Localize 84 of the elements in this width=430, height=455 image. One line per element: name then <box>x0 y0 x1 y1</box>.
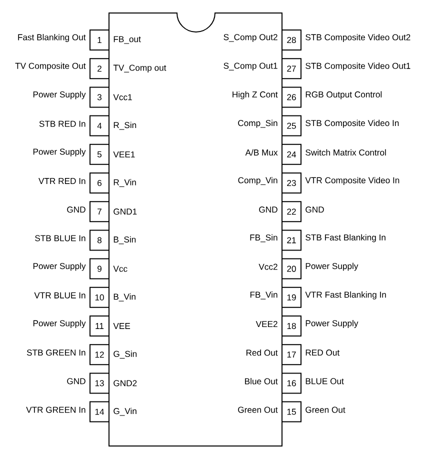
pin-function: BLUE Out <box>306 378 344 384</box>
pin-function: STB Composite Video Out1 <box>306 62 410 71</box>
pin-function: VTR BLUE In <box>34 292 86 298</box>
pin-function: STB Composite Video In <box>306 120 399 128</box>
pin-name: R_Sin <box>114 122 136 130</box>
pin-box: 12 <box>90 344 110 366</box>
pin-name: B_Vin <box>114 293 136 302</box>
pin-box: 25 <box>282 115 302 136</box>
pin-box: 23 <box>282 172 302 194</box>
pin-name: G_Vin <box>114 408 136 416</box>
pin-box: 8 <box>90 230 110 251</box>
pin-box: 6 <box>90 172 110 194</box>
pin-function: Power Supply <box>33 91 86 100</box>
pin-box: 10 <box>90 286 110 308</box>
pin-name: B_Sin <box>114 236 136 244</box>
pin-function: Power Supply <box>33 262 86 271</box>
pin-name: GND <box>259 206 278 213</box>
pin-box: 3 <box>90 86 110 108</box>
pin-box: 15 <box>282 401 302 422</box>
pin-name: Vcc1 <box>113 94 132 100</box>
pin-function: STB Composite Video Out2 <box>306 34 410 42</box>
pin-box: 1 <box>90 30 110 50</box>
pin-box: 14 <box>90 401 110 422</box>
pin-name: Comp_Vin <box>238 177 278 185</box>
pin-box: 2 <box>90 58 110 80</box>
pin-function: Green Out <box>306 406 346 413</box>
pin-function: Power Supply <box>306 262 358 271</box>
pin-function: Power Supply <box>33 148 86 156</box>
pin-function: Power Supply <box>33 320 86 328</box>
pin-box: 13 <box>90 372 110 394</box>
pin-box: 16 <box>282 372 302 394</box>
pin-name: S_Comp Out2 <box>224 34 278 42</box>
pin-name: R_Vin <box>114 179 136 187</box>
pin-box: 11 <box>90 316 110 336</box>
pin-function: RGB Output Control <box>306 91 382 100</box>
pin-function: Fast Blanking Out <box>18 34 86 42</box>
pin-function: RED Out <box>306 350 340 356</box>
pin-function: GND <box>67 378 86 384</box>
pin-name: Vcc2 <box>258 264 278 270</box>
pin-function: Switch Matrix Control <box>306 149 386 156</box>
pin-name: FB_out <box>114 36 141 44</box>
pin-function: STB GREEN In <box>26 350 86 356</box>
pin-name: Comp_Sin <box>238 120 278 128</box>
pin-function: GND <box>67 206 86 213</box>
pin-box: 27 <box>282 58 302 80</box>
pin-box: 17 <box>282 344 302 366</box>
pin-name: S_Comp Out1 <box>224 62 278 70</box>
pin-box: 21 <box>282 230 302 251</box>
pin-box: 7 <box>90 201 110 222</box>
pin-name: High Z Cont <box>232 91 278 100</box>
pin-name: A/B Mux <box>245 149 278 156</box>
pin-box: 19 <box>282 286 302 308</box>
pin-box: 9 <box>90 258 110 280</box>
pin-name: GND2 <box>114 380 137 386</box>
pin-name: VEE <box>113 323 130 329</box>
pin-box: 26 <box>282 86 302 108</box>
pin-box: 28 <box>282 30 302 50</box>
pin-function: VTR RED In <box>38 178 86 184</box>
pin-name: Green Out <box>238 406 278 413</box>
pin-function: VTR Composite Video In <box>305 177 400 185</box>
pin-name: VEE2 <box>256 321 278 327</box>
pin-function: VTR GREEN In <box>26 406 86 413</box>
pin-name: FB_Vin <box>250 291 278 300</box>
pin-function: Power Supply <box>306 320 358 328</box>
pin-name: GND1 <box>114 208 137 215</box>
pin-function: VTR Fast Blanking In <box>305 291 386 300</box>
pin-function: STB BLUE In <box>35 235 86 242</box>
pin-box: 4 <box>90 115 110 136</box>
pin-box: 20 <box>282 258 302 280</box>
pin-box: 22 <box>282 201 302 222</box>
pin-name: Blue Out <box>245 378 278 384</box>
pin-name: Vcc <box>113 266 128 272</box>
pin-function: TV Composite Out <box>15 62 86 71</box>
pin-name: Red Out <box>246 349 278 356</box>
pin-function: STB Fast Blanking In <box>306 234 386 242</box>
pin-function: STB RED In <box>39 120 86 127</box>
pin-box: 18 <box>282 316 302 336</box>
pin-name: VEE1 <box>113 151 135 158</box>
pin-name: FB_Sin <box>250 234 278 242</box>
pin-function: GND <box>306 206 324 213</box>
pin-box: 5 <box>90 144 110 165</box>
pin-box: 24 <box>282 144 302 165</box>
pin-name: G_Sin <box>114 350 137 359</box>
pin-name: TV_Comp out <box>113 64 166 72</box>
